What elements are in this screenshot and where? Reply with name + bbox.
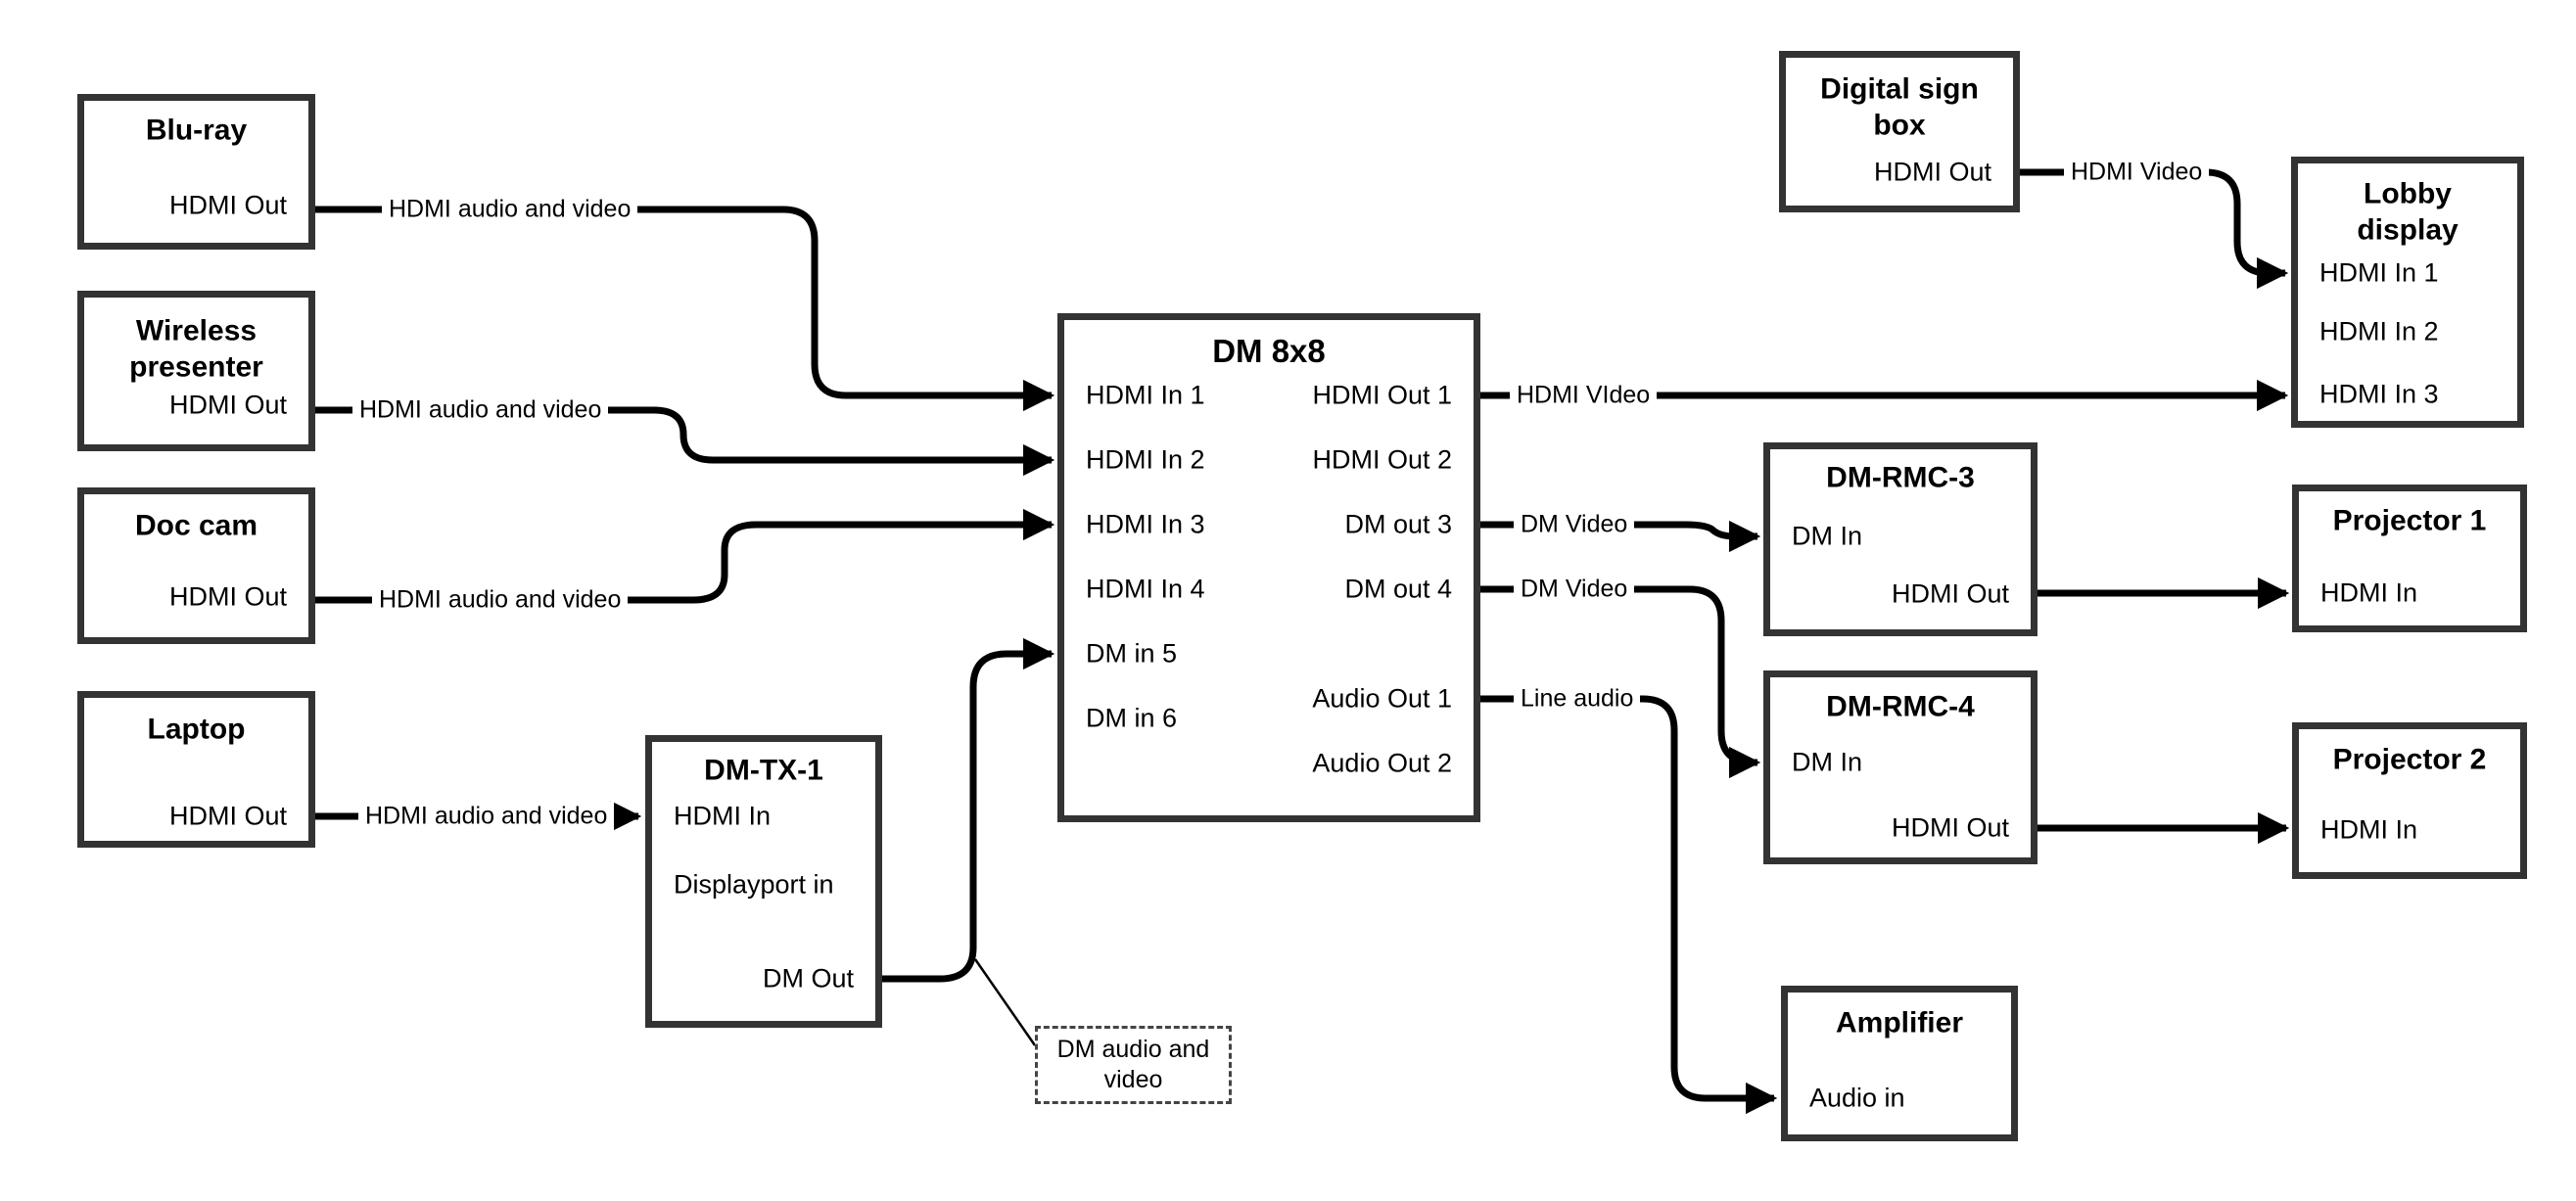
port-hdmi-out: HDMI Out [1891,578,2009,609]
node-blu-ray: Blu-ray HDMI Out [77,94,315,250]
port-hdmi-in-2: HDMI In 2 [1086,444,1205,475]
note-dm-audio-and-video: DM audio and video [1035,1026,1232,1104]
wire-dm-out-3-to-rmc3-dm-in [1475,520,1761,553]
node-lobby-display: Lobby display HDMI In 1 HDMI In 2 HDMI I… [2291,157,2524,428]
node-dm-tx-1: DM-TX-1 HDMI In Displayport in DM Out [645,735,882,1028]
port-audio-out-1: Audio Out 1 [1312,683,1452,714]
node-dm-8x8: DM 8x8 HDMI In 1 HDMI In 2 HDMI In 3 HDM… [1057,313,1480,822]
node-title: Amplifier [1835,1006,1964,1039]
port-dm-in: DM In [1792,747,1863,777]
wire-label-hdmi-audio-video-laptop: HDMI audio and video [358,801,615,832]
port-dm-in-5: DM in 5 [1086,638,1178,669]
port-hdmi-in-1: HDMI In 1 [1086,380,1205,410]
node-projector-2: Projector 2 HDMI In [2292,722,2527,879]
wire-label-hdmi-video-sign: HDMI Video [2064,157,2210,188]
node-title: DM-TX-1 [704,754,823,787]
port-hdmi-out: HDMI Out [168,801,287,831]
port-hdmi-out-2: HDMI Out 2 [1312,444,1452,475]
node-title: Lobby display [2357,177,2459,246]
node-amplifier: Amplifier Audio in [1781,986,2018,1141]
node-title: DM-RMC-3 [1826,461,1975,494]
port-dm-out: DM Out [762,963,854,993]
node-laptop: Laptop HDMI Out [77,691,315,848]
node-digital-sign-box: Digital sign box HDMI Out [1779,51,2020,212]
wire-label-dm-video-out3: DM Video [1514,509,1635,540]
node-dm-rmc-3: DM-RMC-3 DM In HDMI Out [1763,442,2037,636]
wire-label-hdmi-video-out1: HDMI VIdeo [1510,380,1658,411]
wire-label-hdmi-audio-video-doccam: HDMI audio and video [372,584,629,616]
node-title: DM-RMC-4 [1826,690,1975,723]
wire-wireless-to-hdmi-in-2 [309,406,1055,477]
port-hdmi-out: HDMI Out [168,190,287,220]
port-dm-in-6: DM in 6 [1086,703,1178,733]
port-hdmi-in: HDMI In [2320,577,2418,608]
port-hdmi-out: HDMI Out [1873,157,1991,187]
port-dm-out-4: DM out 4 [1344,574,1452,604]
port-hdmi-in: HDMI In [2320,814,2418,845]
node-wireless-presenter: Wireless presenter HDMI Out [77,291,315,451]
node-doc-cam: Doc cam HDMI Out [77,487,315,644]
wire-bluray-to-hdmi-in-1 [309,206,1055,412]
port-hdmi-out: HDMI Out [168,390,287,420]
port-dm-in: DM In [1792,521,1863,551]
wire-audio-out-1-to-amplifier [1475,695,1778,1115]
port-displayport-in: Displayport in [674,869,834,900]
port-hdmi-in-4: HDMI In 4 [1086,574,1205,604]
port-hdmi-out: HDMI Out [168,581,287,612]
node-title: Doc cam [134,509,258,542]
port-hdmi-in-1: HDMI In 1 [2319,257,2439,288]
port-hdmi-in-2: HDMI In 2 [2319,316,2439,346]
node-title: Digital sign box [1820,72,1979,141]
port-hdmi-out-1: HDMI Out 1 [1312,380,1452,410]
wire-digital-sign-to-lobby-in-1 [2014,168,2289,290]
port-hdmi-in: HDMI In [674,801,772,831]
node-title: Laptop [147,713,246,746]
note-callout-line [973,958,1037,1046]
node-title: Projector 1 [2332,504,2487,537]
wire-doccam-to-hdmi-in-3 [309,508,1055,604]
wire-dm-out-4-to-rmc4-dm-in [1475,585,1761,779]
node-title: Wireless presenter [129,314,263,383]
wire-label-hdmi-audio-video-bluray: HDMI audio and video [382,194,638,225]
node-dm-rmc-4: DM-RMC-4 DM In HDMI Out [1763,670,2037,864]
wire-label-dm-video-out4: DM Video [1514,574,1635,605]
port-audio-in: Audio in [1809,1083,1905,1113]
node-title: DM 8x8 [1212,332,1326,369]
node-title: Blu-ray [145,114,248,147]
node-projector-1: Projector 1 HDMI In [2292,485,2527,632]
note-text: DM audio and video [1056,1035,1210,1093]
node-title: Projector 2 [2332,743,2487,776]
wire-label-line-audio: Line audio [1514,683,1641,715]
port-hdmi-in-3: HDMI In 3 [1086,509,1205,539]
wire-dmtx1-dmout-to-dm-in-5 [876,637,1055,983]
port-hdmi-out: HDMI Out [1891,812,2009,843]
wire-label-hdmi-audio-video-wireless: HDMI audio and video [352,394,609,426]
port-dm-out-3: DM out 3 [1344,509,1452,539]
port-audio-out-2: Audio Out 2 [1312,748,1452,778]
port-hdmi-in-3: HDMI In 3 [2319,379,2439,409]
